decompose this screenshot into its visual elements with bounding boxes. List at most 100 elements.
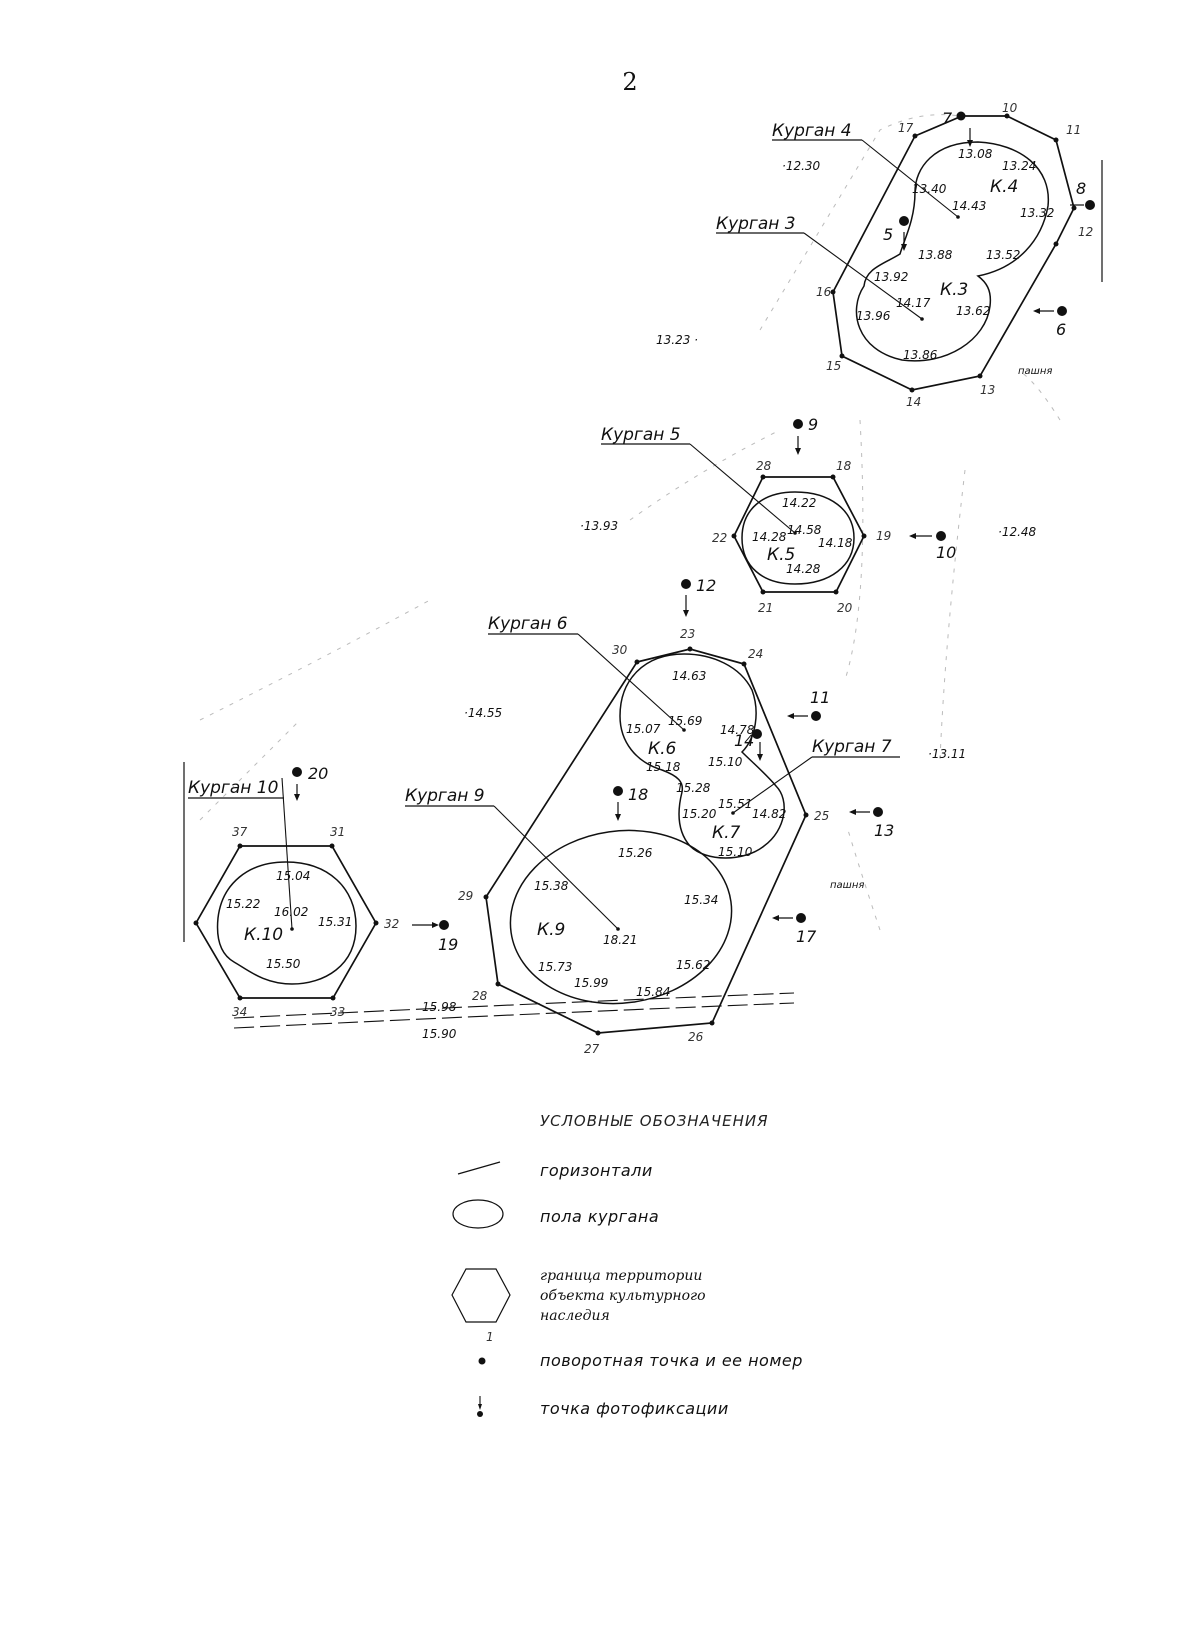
svg-text:14.17: 14.17 xyxy=(896,296,931,310)
svg-text:14: 14 xyxy=(906,395,921,409)
svg-text:14.43: 14.43 xyxy=(952,199,986,213)
svg-text:7: 7 xyxy=(942,109,953,128)
svg-text:15: 15 xyxy=(826,359,841,373)
svg-text:15.20: 15.20 xyxy=(682,807,717,821)
mound-7-label: К.7 xyxy=(712,823,740,843)
svg-text:15.99: 15.99 xyxy=(574,976,608,990)
svg-text:15.31: 15.31 xyxy=(318,915,352,929)
svg-text:15.34: 15.34 xyxy=(684,893,718,907)
mound-4-name: Курган 4 xyxy=(772,121,852,141)
svg-text:13.62: 13.62 xyxy=(956,304,990,318)
mound-6-name: Курган 6 xyxy=(488,614,568,634)
svg-text:·13.93: ·13.93 xyxy=(580,519,618,533)
svg-text:11: 11 xyxy=(810,688,830,707)
svg-text:15.50: 15.50 xyxy=(266,957,301,971)
legend-turning-point-symbol xyxy=(478,1357,486,1365)
svg-text:21: 21 xyxy=(758,601,773,615)
mound-10-name: Курган 10 xyxy=(188,778,278,798)
svg-text:15.62: 15.62 xyxy=(676,958,710,972)
svg-text:15.22: 15.22 xyxy=(226,897,260,911)
svg-text:6: 6 xyxy=(1056,320,1066,339)
svg-text:18: 18 xyxy=(628,785,648,804)
svg-text:13.23 ·: 13.23 · xyxy=(656,333,698,347)
mound-floor-k9 xyxy=(509,829,733,1005)
svg-text:13.08: 13.08 xyxy=(958,147,993,161)
svg-text:пашня: пашня xyxy=(830,880,864,891)
svg-text:8: 8 xyxy=(1076,179,1086,198)
svg-text:22: 22 xyxy=(712,531,727,545)
legend-turning-point-number: 1 xyxy=(486,1330,494,1344)
svg-text:14.82: 14.82 xyxy=(752,807,786,821)
svg-text:·12.48: ·12.48 xyxy=(998,525,1037,539)
svg-text:15.90: 15.90 xyxy=(422,1027,457,1041)
svg-text:15.69: 15.69 xyxy=(668,714,702,728)
svg-text:13: 13 xyxy=(874,821,894,840)
svg-text:19: 19 xyxy=(876,529,891,543)
mound-5-group: Курган 5 К.5 14.22 14.28 14.58 14.18 14.… xyxy=(601,425,891,615)
mound-5-name: Курган 5 xyxy=(601,425,681,445)
svg-text:37: 37 xyxy=(232,825,248,839)
svg-text:24: 24 xyxy=(748,647,763,661)
svg-text:28: 28 xyxy=(472,989,488,1003)
svg-text:15.73: 15.73 xyxy=(538,960,572,974)
svg-text:20: 20 xyxy=(308,764,328,783)
svg-text:16: 16 xyxy=(816,285,832,299)
svg-text:15.10: 15.10 xyxy=(708,755,743,769)
svg-text:10: 10 xyxy=(1002,101,1018,115)
svg-text:16.02: 16.02 xyxy=(274,905,308,919)
svg-text:14.78: 14.78 xyxy=(720,723,755,737)
svg-text:·14.55: ·14.55 xyxy=(464,706,502,720)
svg-text:13.88: 13.88 xyxy=(918,248,953,262)
svg-text:34: 34 xyxy=(232,1005,247,1019)
mound-floor-k3-k4 xyxy=(855,141,1049,362)
svg-text:13.92: 13.92 xyxy=(874,270,908,284)
page-number: 2 xyxy=(622,68,637,96)
svg-text:15.51: 15.51 xyxy=(718,797,752,811)
svg-text:9: 9 xyxy=(808,415,818,434)
svg-text:18: 18 xyxy=(836,459,852,473)
svg-text:·13.11: ·13.11 xyxy=(928,747,966,761)
legend-boundary-label-2: объекта культурного xyxy=(540,1288,706,1304)
svg-text:14.18: 14.18 xyxy=(818,536,853,550)
svg-text:20: 20 xyxy=(837,601,853,615)
svg-text:14.63: 14.63 xyxy=(672,669,706,683)
svg-text:15.98: 15.98 xyxy=(422,1000,457,1014)
legend-contour-symbol xyxy=(457,1161,501,1175)
mound-10-group: Курган 10 К.10 15.04 15.22 16.02 15.31 1… xyxy=(183,762,399,1019)
legend-photo-point-label: точка фотофиксации xyxy=(540,1399,729,1418)
legend-mound-floor-symbol xyxy=(452,1199,504,1229)
svg-text:15.84: 15.84 xyxy=(636,985,670,999)
terrain-label: пашня xyxy=(1018,366,1052,377)
svg-text:13.86: 13.86 xyxy=(903,348,938,362)
legend-turning-point-label: поворотная точка и ее номер xyxy=(540,1351,803,1370)
svg-text:28: 28 xyxy=(756,459,772,473)
svg-text:13.40: 13.40 xyxy=(912,182,947,196)
legend-boundary-symbol xyxy=(451,1268,511,1323)
mound-6-label: К.6 xyxy=(648,739,676,759)
mound-4-label: К.4 xyxy=(990,177,1018,197)
legend-title: УСЛОВНЫЕ ОБОЗНАЧЕНИЯ xyxy=(540,1112,769,1130)
svg-text:15.26: 15.26 xyxy=(618,846,653,860)
mound-3-name: Курган 3 xyxy=(716,214,796,234)
svg-text:5: 5 xyxy=(883,225,893,244)
svg-text:31: 31 xyxy=(330,825,345,839)
mound-5-label: К.5 xyxy=(767,545,795,565)
svg-text:13.96: 13.96 xyxy=(856,309,891,323)
legend: УСЛОВНЫЕ ОБОЗНАЧЕНИЯ горизонтали пола ку… xyxy=(451,1112,803,1418)
svg-text:14.28: 14.28 xyxy=(786,562,821,576)
legend-mound-floor-label: пола кургана xyxy=(540,1207,659,1226)
boundary-polygon-mounds-3-4 xyxy=(832,115,1075,391)
spot-heights: ·12.30 13.23 · ·13.93 ·12.48 ·14.55 ·13.… xyxy=(422,159,1037,1041)
mound-9-name: Курган 9 xyxy=(405,786,485,806)
legend-boundary-label-1: граница территории xyxy=(540,1268,702,1284)
contour-lines xyxy=(199,114,1061,931)
svg-text:14.58: 14.58 xyxy=(787,523,822,537)
svg-text:15.04: 15.04 xyxy=(276,869,310,883)
mound-3-label: К.3 xyxy=(940,280,968,300)
svg-text:17: 17 xyxy=(796,927,817,946)
svg-text:13.24: 13.24 xyxy=(1002,159,1036,173)
svg-text:15.07: 15.07 xyxy=(626,722,661,736)
mound-9-label: К.9 xyxy=(537,920,565,940)
